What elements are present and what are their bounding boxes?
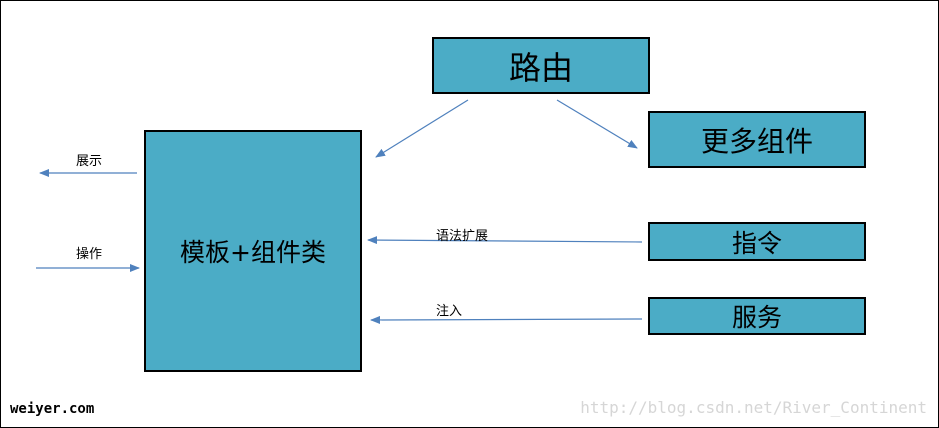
- injection-edge-label: 注入: [436, 304, 463, 319]
- more-components-node: 更多组件: [648, 111, 866, 168]
- syntax-extension-edge-label: 语法扩展: [436, 229, 489, 244]
- directive-node-label: 指令: [731, 228, 782, 258]
- service-node: 服务: [648, 297, 866, 335]
- arrow-router-to-main: [375, 99, 469, 158]
- arrow-directive-to-main: [367, 236, 643, 245]
- directive-node: 指令: [648, 222, 866, 261]
- template-component-class-node-label: 模板+组件类: [180, 238, 326, 267]
- arrow-router-to-more: [556, 99, 638, 149]
- arrow-service-to-main: [370, 315, 643, 324]
- operation-edge-label: 操作: [76, 247, 103, 262]
- display-edge-label: 展示: [76, 154, 103, 169]
- blog-url-watermark: http://blog.csdn.net/River_Continent: [580, 398, 927, 417]
- router-node-label: 路由: [508, 48, 573, 87]
- site-watermark: weiyer.com: [10, 401, 95, 417]
- template-component-class-node: 模板+组件类: [144, 130, 362, 372]
- more-components-node-label: 更多组件: [700, 124, 813, 158]
- service-node-label: 服务: [731, 303, 782, 332]
- router-node: 路由: [432, 37, 650, 94]
